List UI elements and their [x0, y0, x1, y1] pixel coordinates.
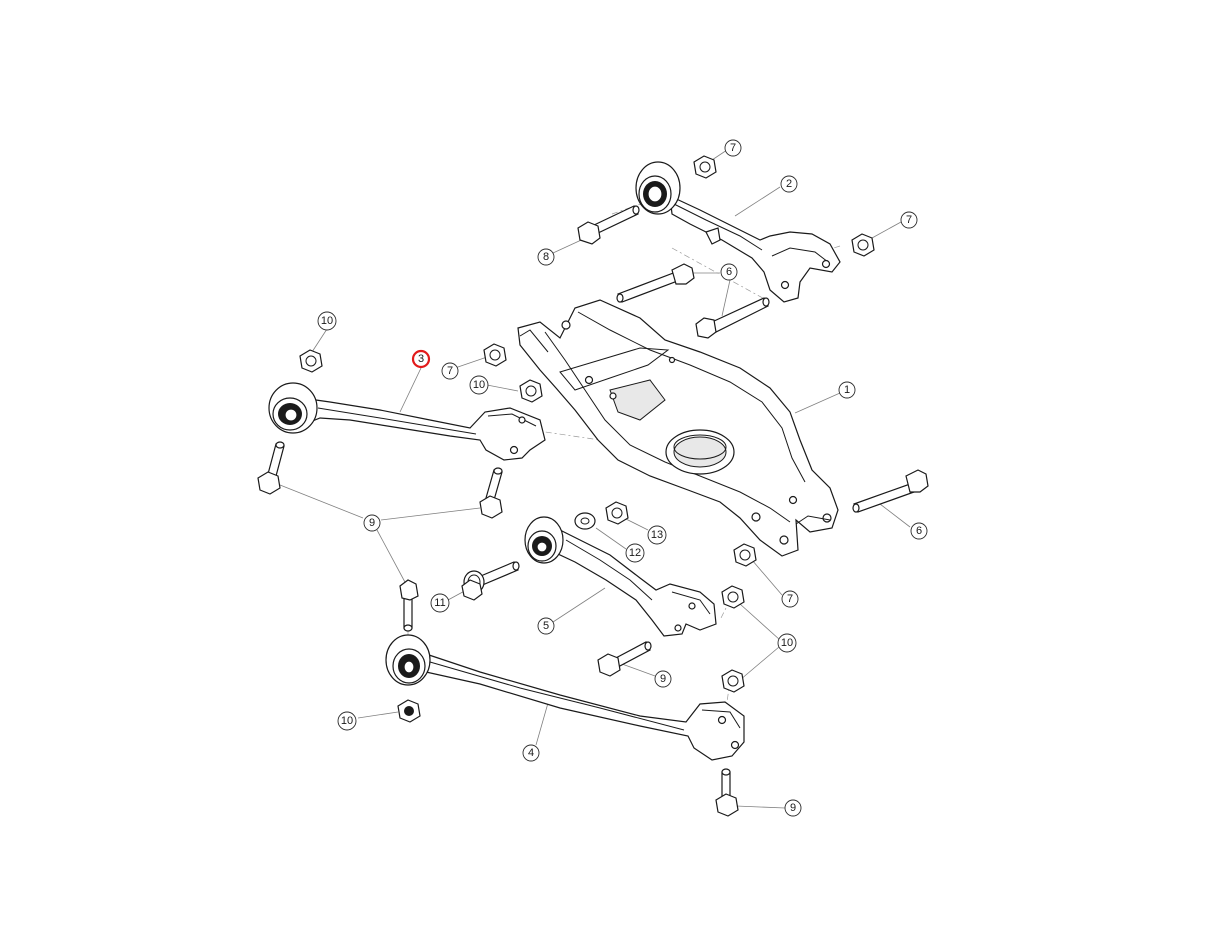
- nut-13: [606, 502, 628, 524]
- callout-10-center[interactable]: 10: [469, 375, 489, 395]
- nut-10-bottom: [398, 700, 420, 722]
- svg-text:12: 12: [629, 547, 641, 559]
- svg-text:13: 13: [651, 529, 663, 541]
- bolt-9-lower: [598, 642, 651, 676]
- bolt-9-bottom: [716, 769, 738, 816]
- callout-2[interactable]: 2: [780, 175, 798, 193]
- bolt-9-mid: [480, 468, 502, 518]
- nut-10-top: [300, 350, 322, 372]
- callout-7-right[interactable]: 7: [900, 211, 918, 229]
- bolt-9-vertical: [400, 580, 418, 631]
- svg-text:8: 8: [543, 251, 549, 263]
- callout-12[interactable]: 12: [625, 543, 645, 563]
- callout-1[interactable]: 1: [838, 381, 856, 399]
- svg-text:9: 9: [369, 517, 375, 529]
- upper-control-arm: [636, 162, 840, 302]
- nut-10-right-upper: [722, 586, 744, 608]
- svg-text:7: 7: [447, 365, 453, 377]
- toe-link-arm: [269, 383, 545, 460]
- callout-5[interactable]: 5: [537, 617, 555, 635]
- svg-text:6: 6: [916, 525, 922, 537]
- svg-text:10: 10: [781, 637, 793, 649]
- svg-text:5: 5: [543, 620, 549, 632]
- svg-text:7: 7: [730, 142, 736, 154]
- callout-13[interactable]: 13: [647, 525, 667, 545]
- svg-text:3: 3: [418, 353, 424, 365]
- lateral-link-medium: [525, 517, 716, 636]
- svg-text:10: 10: [341, 715, 353, 727]
- svg-text:6: 6: [726, 266, 732, 278]
- bolt-8: [578, 206, 639, 244]
- nut-7-lower: [734, 544, 756, 566]
- callout-7-lower[interactable]: 7: [781, 590, 799, 608]
- callout-6-right[interactable]: 6: [910, 522, 928, 540]
- svg-text:7: 7: [906, 214, 912, 226]
- bolt-6-upper: [617, 264, 694, 302]
- callout-11[interactable]: 11: [430, 593, 450, 613]
- callouts: 1 2 3 4 5 6 6 7: [317, 139, 928, 817]
- nut-10-right-lower: [722, 670, 744, 692]
- washer-12: [575, 513, 595, 529]
- callout-8[interactable]: 8: [537, 248, 555, 266]
- callout-4[interactable]: 4: [522, 744, 540, 762]
- callout-9-bottom[interactable]: 9: [784, 799, 802, 817]
- leader-lines: [274, 149, 911, 809]
- callout-3-highlighted[interactable]: 3: [411, 349, 431, 369]
- svg-text:4: 4: [528, 747, 534, 759]
- svg-text:11: 11: [434, 597, 445, 609]
- svg-text:10: 10: [473, 379, 485, 391]
- callout-10-top[interactable]: 10: [317, 311, 337, 331]
- callout-9-left[interactable]: 9: [363, 514, 381, 532]
- bolt-9-left: [258, 442, 284, 494]
- svg-text:9: 9: [790, 802, 796, 814]
- callout-9-mid[interactable]: 9: [654, 670, 672, 688]
- callout-7-top[interactable]: 7: [724, 139, 742, 157]
- callout-10-right[interactable]: 10: [777, 633, 797, 653]
- svg-text:10: 10: [321, 315, 333, 327]
- svg-text:2: 2: [786, 178, 792, 190]
- bolt-6-right: [853, 470, 928, 512]
- callout-6-top[interactable]: 6: [720, 263, 738, 281]
- cam-bolt-11: [462, 562, 519, 600]
- lower-control-arm: [518, 300, 838, 556]
- callout-7-left[interactable]: 7: [441, 362, 459, 380]
- nut-7-top: [694, 156, 716, 178]
- svg-text:9: 9: [660, 673, 666, 685]
- nut-10-center: [520, 380, 542, 402]
- lateral-link-long: [386, 635, 744, 760]
- nut-7-left: [484, 344, 506, 366]
- bolt-6-middle: [696, 298, 769, 338]
- nut-7-right: [852, 234, 874, 256]
- svg-text:7: 7: [787, 593, 793, 605]
- callout-10-bottom[interactable]: 10: [337, 711, 357, 731]
- svg-text:1: 1: [844, 384, 850, 396]
